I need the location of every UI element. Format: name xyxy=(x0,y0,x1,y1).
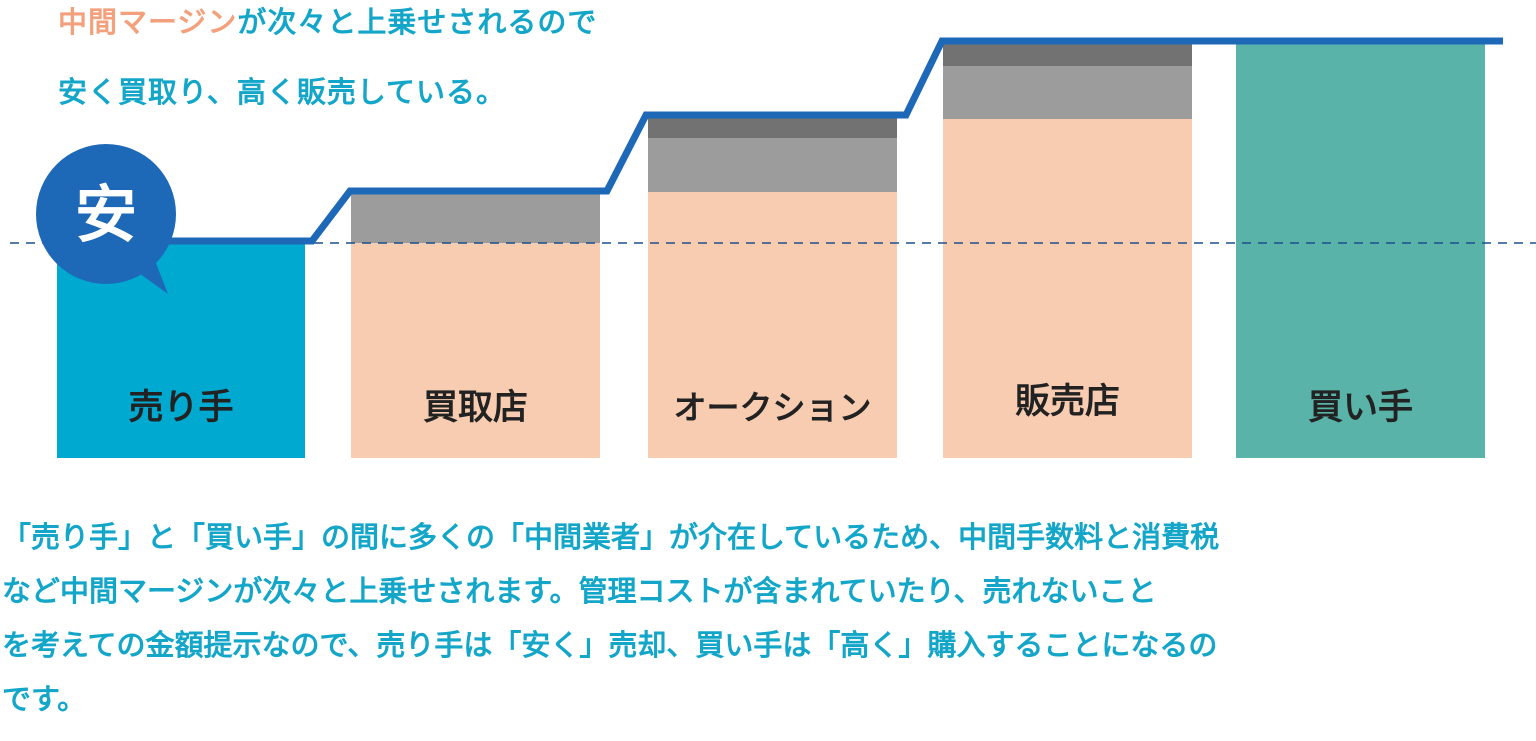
column-label-buying-shop: 買取店 xyxy=(422,388,528,428)
price-step-line xyxy=(130,37,1503,245)
bar-retail-shop-fee xyxy=(943,42,1192,66)
headline: 中間マージンが次々と上乗せされるので 安く買取り、高く販売している。 xyxy=(58,2,597,142)
headline-line-2: 安く買取り、高く販売している。 xyxy=(58,75,506,109)
bar-auction-fee xyxy=(648,118,897,138)
bar-retail-shop-margin xyxy=(943,66,1192,119)
bar-retail-shop-cost xyxy=(943,119,1192,458)
bar-auction-margin xyxy=(648,138,897,192)
headline-line-1-rest: が次々と上乗せされるので xyxy=(237,5,598,39)
explanation-line-2: など中間マージンが次々と上乗せされます。管理コストが含まれていたり、売れないこと xyxy=(2,574,1157,608)
price-flow-diagram: 安 xyxy=(10,37,1536,458)
column-label-buyer: 買い手 xyxy=(1307,388,1413,428)
column-label-retail-shop: 販売店 xyxy=(1014,382,1120,422)
explanation-line-3: を考えての金額提示なので、売り手は「安く」売却、買い手は「高く」購入することにな… xyxy=(2,628,1218,662)
headline-line-1: 中間マージンが次々と上乗せされるので xyxy=(58,2,597,42)
headline-accent: 中間マージン xyxy=(58,5,238,39)
bar-auction-cost xyxy=(648,192,897,458)
column-label-auction: オークション xyxy=(673,388,872,427)
explanation-text: 「売り手」と「買い手」の間に多くの「中間業者」が介在しているため、中間手数料と消… xyxy=(2,510,1536,726)
bar-buyer xyxy=(1236,42,1485,458)
explanation-line-1: 「売り手」と「買い手」の間に多くの「中間業者」が介在しているため、中間手数料と消… xyxy=(2,520,1220,554)
cheap-badge: 安 xyxy=(36,144,176,294)
bar-buying-shop-margin xyxy=(351,194,600,243)
explanation-line-4: です。 xyxy=(2,682,87,716)
badge-circle xyxy=(36,144,176,284)
badge-label: 安 xyxy=(75,178,137,251)
column-label-seller: 売り手 xyxy=(128,388,234,428)
bar-buying-shop-cost xyxy=(351,243,600,458)
